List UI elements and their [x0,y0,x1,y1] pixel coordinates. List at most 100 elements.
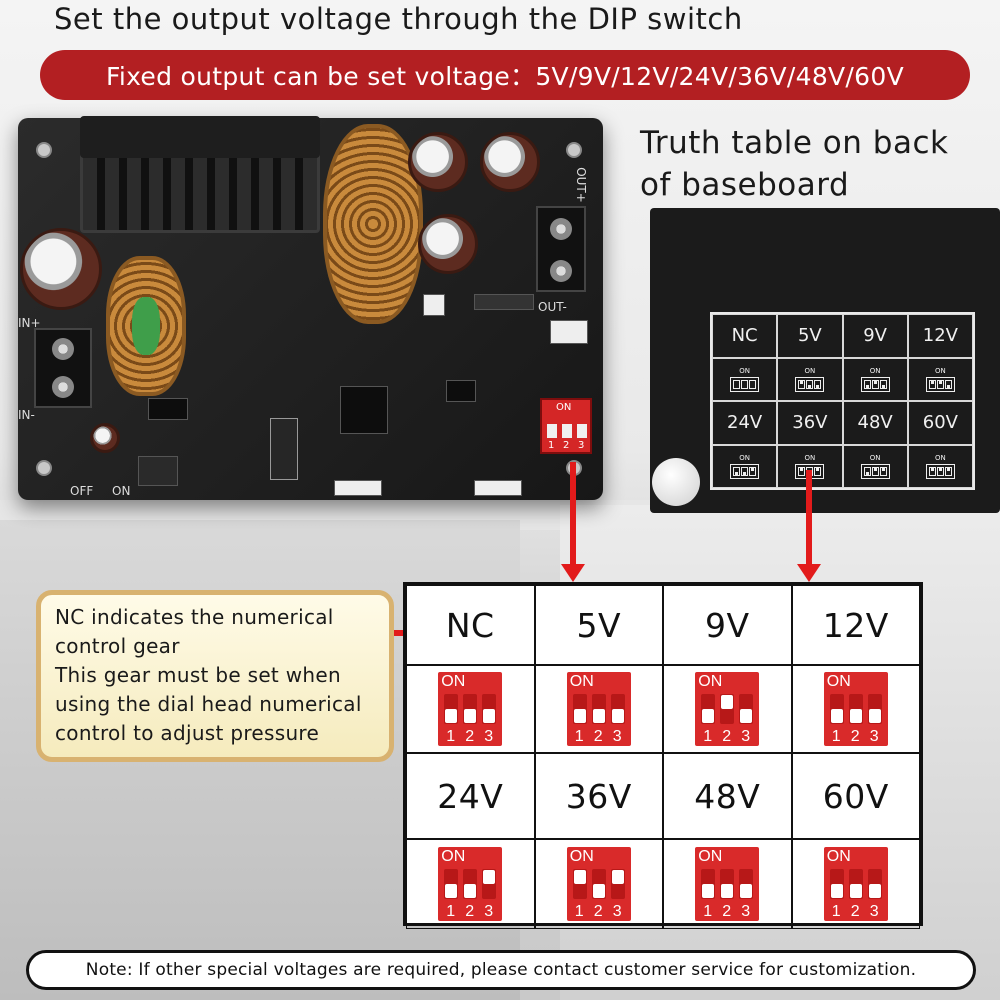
screw [52,338,74,360]
note-line: This gear must be set when [55,663,341,687]
back-cell-switch: ON [777,357,843,401]
back-mini-dip [860,376,890,392]
dip-slot [829,694,844,724]
dip-switch-number: 1 [703,903,713,920]
note-line: control gear [55,634,180,658]
dip-slot [463,869,478,899]
dip-on-label: ON [441,673,466,690]
back-cell-label: 9V [842,314,908,358]
dip-switch-number: 2 [593,903,603,920]
dip-slot [739,694,754,724]
dip-switch-number: 2 [465,903,475,920]
dip-switch-number: 3 [869,728,879,745]
heatsink-cover [80,116,320,158]
dip-knob-off [702,709,715,723]
dip-slot [444,869,459,899]
dip-knob-off [830,884,843,898]
back-cell-switch: ON [712,357,778,401]
truth-table-voltage-cell: 9V [663,585,792,665]
back-cell-switch: ON [712,444,778,488]
voltage-label: 24V [437,776,504,816]
board-dip-num-3: 3 [578,440,585,451]
dip-key [547,424,557,438]
back-on-label: ON [869,453,881,462]
dip-slot [572,869,587,899]
dip-slot [720,694,735,724]
dip-switch-number: 1 [831,903,841,920]
note-line: using the dial head numerical [55,692,362,716]
connector-white [334,480,382,496]
back-on-label: ON [935,366,946,375]
dip-on-label: ON [569,848,594,865]
capacitor [480,132,540,192]
dip-knob-off [721,884,734,898]
dip-key [562,424,572,438]
dip-knob-off [445,709,458,723]
dip-switch-number: 3 [869,903,879,920]
input-terminal-block [34,328,92,408]
baseboard-back-image [650,208,1000,513]
screw [550,218,572,240]
dip-knob-off [445,884,458,898]
capacitor-large [20,228,102,310]
voltage-label: 48V [694,776,761,816]
back-table-caption-line1: Truth table on back [640,125,949,161]
truth-table-voltage-cell: 36V [534,753,663,839]
diode-array [474,294,534,310]
back-cell-label: 12V [907,314,973,358]
dip-switch-number: 3 [612,728,622,745]
note-line: NC indicates the numerical [55,605,334,629]
back-mini-dip [860,463,890,479]
dip-switch-number: 2 [850,728,860,745]
back-cell-label: 24V [712,401,778,445]
back-cell-switch: ON [907,357,973,401]
dip-slot [610,694,625,724]
out-minus-label: OUT- [538,300,567,314]
back-on-label: ON [804,366,816,375]
dip-slot [610,869,625,899]
dip-knob-off [740,709,753,723]
dip-knob-off [611,709,624,723]
truth-table-voltage-cell: 60V [791,753,920,839]
connector-white [423,294,445,316]
dip-slot [701,869,716,899]
dip-key [577,424,587,438]
dip-knob-off [702,884,715,898]
dip-switch-number: 3 [741,728,751,745]
back-on-label: ON [739,366,750,375]
dip-knob-off [830,709,843,723]
dip-knob-off [849,884,862,898]
dip-knob-on [721,695,734,709]
in-minus-label: IN- [18,408,35,422]
dip-switch-number: 1 [831,728,841,745]
truth-table-voltage-cell: NC [406,585,535,665]
dip-knob-off [573,709,586,723]
voltage-label: 36V [565,776,632,816]
connector-white [474,480,522,496]
truth-table-voltage-cell: 24V [406,753,535,839]
back-mini-dip [730,463,760,479]
dip-slot [829,869,844,899]
voltage-label: 5V [576,605,622,645]
dip-slot [591,694,606,724]
dip-switch-number: 3 [612,903,622,920]
dip-on-label: ON [569,673,594,690]
in-plus-label: IN+ [18,316,41,330]
dip-knob-off [849,709,862,723]
mount-hole [36,460,52,476]
rubber-foot [652,458,700,506]
back-on-label: ON [739,453,750,462]
dip-switch-number: 1 [703,728,713,745]
back-mini-dip [795,376,825,392]
back-cell-label: 60V [907,401,973,445]
dip-slot [572,694,587,724]
